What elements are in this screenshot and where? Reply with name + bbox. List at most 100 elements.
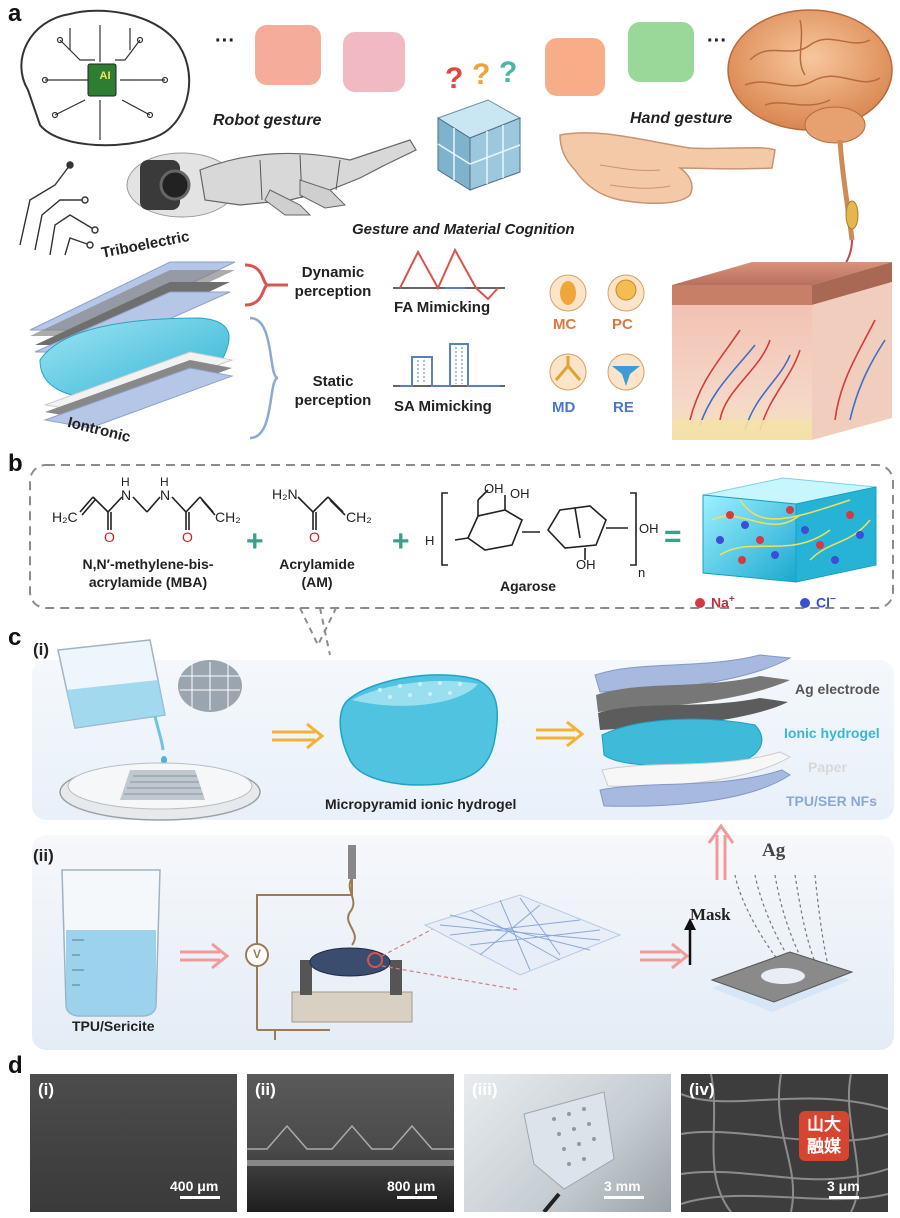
sem-i-scale: 400 μm <box>170 1178 219 1194</box>
fa-waveform-icon <box>393 247 505 301</box>
agarose-oh-2: OH <box>510 486 530 501</box>
panel-d-letter: d <box>8 1052 23 1079</box>
layered-device-icon <box>594 654 792 807</box>
sem-iv-scalebar <box>829 1196 859 1199</box>
agarose-oh-3: OH <box>639 521 659 536</box>
pouring-beaker-icon <box>57 639 167 764</box>
mba-ch2: CH₂ <box>215 509 241 525</box>
sem-image-i: (i) 400 μm <box>30 1074 237 1212</box>
mba-h2c: H₂C <box>52 509 78 525</box>
tpu-sericite-caption: TPU/Sericite <box>72 1018 155 1034</box>
layer-ag-electrode: Ag electrode <box>795 681 880 697</box>
mba-o2: O <box>182 529 193 545</box>
rotating-collector-icon <box>291 947 413 1023</box>
mba-h2: H <box>160 475 169 489</box>
photo-iii-scalebar <box>604 1196 644 1199</box>
mba-name: N,N′-methylene-bis- acrylamide (MBA) <box>82 556 214 590</box>
electrospinning-setup-icon <box>256 877 356 1040</box>
na-ion-dot <box>695 598 705 608</box>
sub-i-label: (i) <box>33 640 50 659</box>
syringe-icon <box>348 845 356 879</box>
mask-label: Mask <box>690 905 731 924</box>
upward-arrow <box>707 823 735 880</box>
mba-o1: O <box>104 529 115 545</box>
circuit-traces-icon <box>19 161 99 256</box>
mba-n1: N <box>121 487 132 503</box>
photo-iii-label: (iii) <box>472 1080 498 1099</box>
question-mark-3: ? <box>499 56 518 89</box>
micropyramid-hydrogel-icon <box>339 674 499 786</box>
beaker-icon <box>61 869 161 1017</box>
ai-circuit-brain-icon <box>20 9 191 147</box>
panel-c-letter: c <box>8 624 22 651</box>
agarose-oh-4: OH <box>576 557 596 572</box>
panel-a-graphics <box>19 9 893 440</box>
brain-icon <box>727 9 893 273</box>
am-name: Acrylamide (AM) <box>279 556 355 590</box>
sem-i-scalebar <box>180 1196 220 1199</box>
equals-sign: = <box>664 520 682 553</box>
cl-label: Cl− <box>816 594 836 611</box>
layer-ionic-hydrogel: Ionic hydrogel <box>784 725 880 741</box>
mba-n2: N <box>160 487 171 503</box>
panel-a-letter: a <box>8 0 22 27</box>
gesture-material-cognition-caption: Gesture and Material Cognition <box>352 221 575 238</box>
agarose-name: Agarose <box>500 578 557 594</box>
sem-i-label: (i) <box>38 1080 55 1099</box>
skin-cross-section-icon <box>672 262 892 440</box>
dynamic-bracket <box>244 263 269 307</box>
ai-chip-label: AI <box>99 70 111 82</box>
am-h2n: H₂N <box>272 486 298 502</box>
agarose-n: n <box>638 565 646 580</box>
fa-mimicking-label: FA Mimicking <box>394 299 491 316</box>
soft-cube-2 <box>343 32 405 92</box>
agarose-structure <box>441 489 637 566</box>
static-bracket <box>249 316 279 440</box>
petri-dish-icon <box>59 762 261 821</box>
soft-cube-3 <box>545 38 605 96</box>
am-ch2: CH₂ <box>346 509 372 525</box>
dynamic-perception-label: Dynamic perception <box>294 264 372 300</box>
agarose-oh-1: OH <box>484 481 504 496</box>
ellipsis-left: ··· <box>215 30 235 52</box>
photo-image-iii: (iii) 3 mm <box>464 1074 671 1212</box>
agarose-h: H <box>425 533 435 548</box>
ellipsis-right: ··· <box>707 30 727 52</box>
hydrogel-network-icon <box>702 477 877 583</box>
nanofiber-mat-icon <box>423 894 622 976</box>
plus-1: + <box>246 525 264 558</box>
human-hand-icon <box>559 132 776 205</box>
soft-cube-1 <box>255 25 321 85</box>
receptor-pc-label: PC <box>612 316 633 333</box>
sem-image-ii: (ii) 800 μm <box>247 1074 454 1212</box>
sa-waveform-icon <box>393 343 505 387</box>
mask-deposition-icon <box>684 874 854 1012</box>
voltage-symbol: V <box>252 947 261 961</box>
nanofiber-sem <box>681 1074 888 1212</box>
sem-ii-label: (ii) <box>255 1080 276 1099</box>
receptor-icons <box>549 274 645 391</box>
receptor-mc-label: MC <box>553 316 577 333</box>
pyramid-profile <box>247 1124 454 1166</box>
static-perception-label: Static perception <box>294 373 372 409</box>
robot-hand-icon <box>126 139 417 218</box>
ag-label: Ag <box>762 840 786 861</box>
plus-2: + <box>392 525 410 558</box>
micropyramid-inset-icon <box>178 660 242 712</box>
mba-structure <box>79 496 216 530</box>
sa-mimicking-label: SA Mimicking <box>394 398 492 415</box>
sem-image-iv: (iv) 山大 融媒 3 μm <box>681 1074 888 1212</box>
layer-paper: Paper <box>808 759 847 775</box>
question-mark-2: ? <box>472 58 491 91</box>
sem-iv-label: (iv) <box>689 1080 715 1099</box>
sem-ii-scalebar <box>397 1196 437 1199</box>
process-arrows-top <box>272 720 585 750</box>
cl-ion-dot <box>800 598 810 608</box>
receptor-re-label: RE <box>613 399 634 416</box>
panel-b-letter: b <box>8 450 23 477</box>
robot-gesture-label: Robot gesture <box>213 112 322 129</box>
receptor-md-label: MD <box>552 399 576 416</box>
sem-ii-scale: 800 μm <box>387 1178 436 1194</box>
hand-gesture-label: Hand gesture <box>630 110 733 127</box>
watermark-logo: 山大 融媒 <box>799 1111 849 1161</box>
